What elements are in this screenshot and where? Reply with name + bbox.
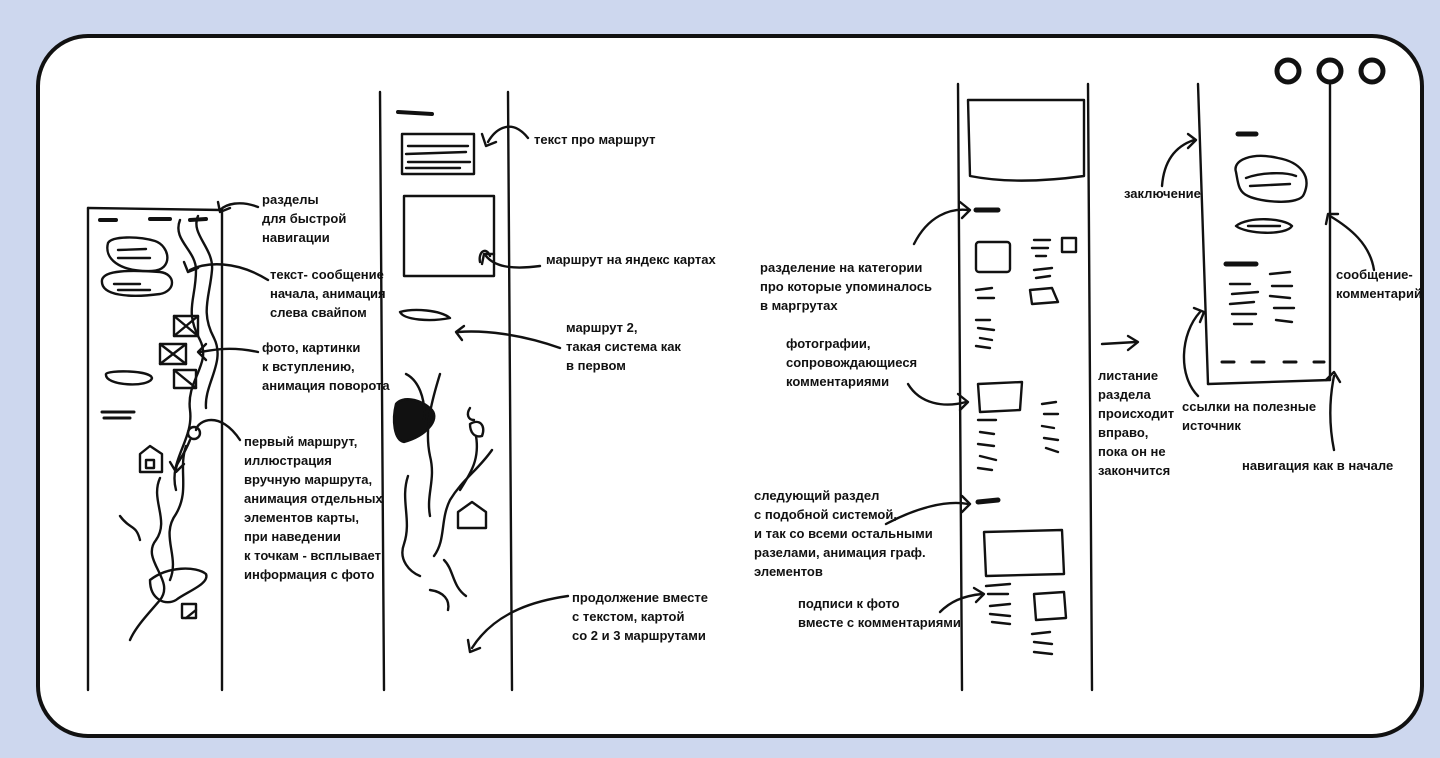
window-controls <box>1274 57 1386 85</box>
annotation-swipe-right: листание раздела происходит вправо, пока… <box>1098 368 1175 478</box>
annotation-route-text: текст про маршрут <box>534 132 656 147</box>
screen-3-sketch <box>956 82 1094 692</box>
annotation-nav-as-start: навигация как в начале <box>1242 458 1394 473</box>
annotation-conclusion: заключение <box>1124 186 1201 201</box>
annotation-intro-photos: фото, картинки к вступлению, анимация по… <box>262 340 390 393</box>
circle-icon <box>1274 57 1302 85</box>
screen-4-sketch <box>1196 82 1332 386</box>
screen-2-sketch <box>378 90 514 692</box>
annotation-captions: подписи к фото вместе с комментариями <box>798 596 961 630</box>
circle-icon <box>1358 57 1386 85</box>
annotation-photos-comments: фотографии, сопровождающиеся комментария… <box>786 336 918 389</box>
screen-1-sketch <box>86 206 224 692</box>
annotation-route-two: маршрут 2, такая система как в первом <box>566 320 681 373</box>
window-frame <box>36 34 1424 738</box>
annotation-arrows <box>168 125 1376 654</box>
circle-icon <box>1316 57 1344 85</box>
annotation-sections-nav: разделы для быстрой навигации <box>262 192 347 245</box>
annotation-first-route: первый маршрут, иллюстрация вручную марш… <box>244 434 383 582</box>
annotation-intro-text: текст- сообщение начала, анимация слева … <box>270 267 386 320</box>
annotation-next-section: следующий раздел с подобной системой, и … <box>754 488 933 579</box>
annotation-yandex-map: маршрут на яндекс картах <box>546 252 716 267</box>
annotation-useful-links: ссылки на полезные источник <box>1182 399 1317 433</box>
annotation-categories: разделение на категории про которые упом… <box>760 260 932 313</box>
annotation-continuation: продолжение вместе с текстом, картой со … <box>572 590 708 643</box>
annotation-comment-message: сообщение- комментарий <box>1336 267 1422 301</box>
